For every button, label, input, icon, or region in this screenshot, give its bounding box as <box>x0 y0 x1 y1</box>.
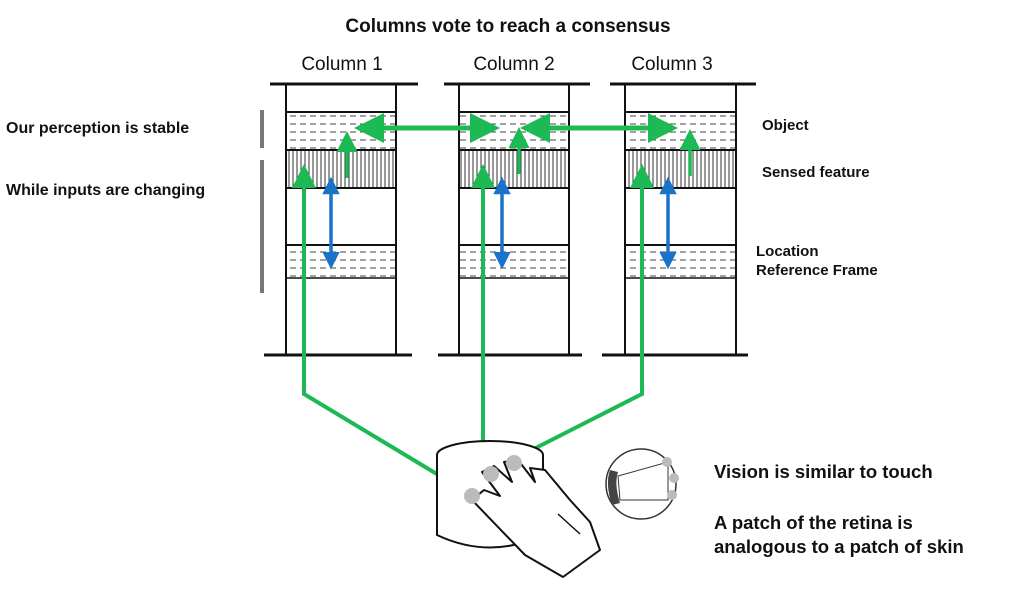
sensed-feature-layer <box>460 150 568 188</box>
hand-icon <box>464 455 601 578</box>
retina-analogy-label: A patch of the retina is analogous to a … <box>714 512 964 557</box>
diagram-title: Columns vote to reach a consensus <box>345 16 671 37</box>
fingertip <box>464 488 480 504</box>
object-label: Object <box>762 117 809 134</box>
object-layer <box>287 113 395 149</box>
input-line-1 <box>292 164 472 496</box>
column-1 <box>264 82 418 357</box>
inputs-label: While inputs are changing <box>6 182 206 199</box>
object-layer <box>460 113 568 149</box>
column-1-label: Column 1 <box>301 54 383 75</box>
fingertip <box>483 466 499 482</box>
column-2 <box>438 82 590 357</box>
sensed-feature-label: Sensed feature <box>762 164 870 181</box>
column-3-label: Column 3 <box>631 54 713 75</box>
location-label: Location <box>756 243 819 260</box>
input-line-3 <box>519 164 654 458</box>
object-layer <box>626 113 735 149</box>
perception-label: Our perception is stable <box>6 120 190 137</box>
location-layer <box>460 246 568 278</box>
eye-icon <box>605 448 679 520</box>
column-2-label: Column 2 <box>473 54 555 75</box>
column-3 <box>602 82 756 357</box>
reference-frame-label: Reference Frame <box>756 262 878 279</box>
vision-similar-label: Vision is similar to touch <box>714 461 933 482</box>
location-layer <box>626 246 735 278</box>
fingertip <box>506 455 522 471</box>
